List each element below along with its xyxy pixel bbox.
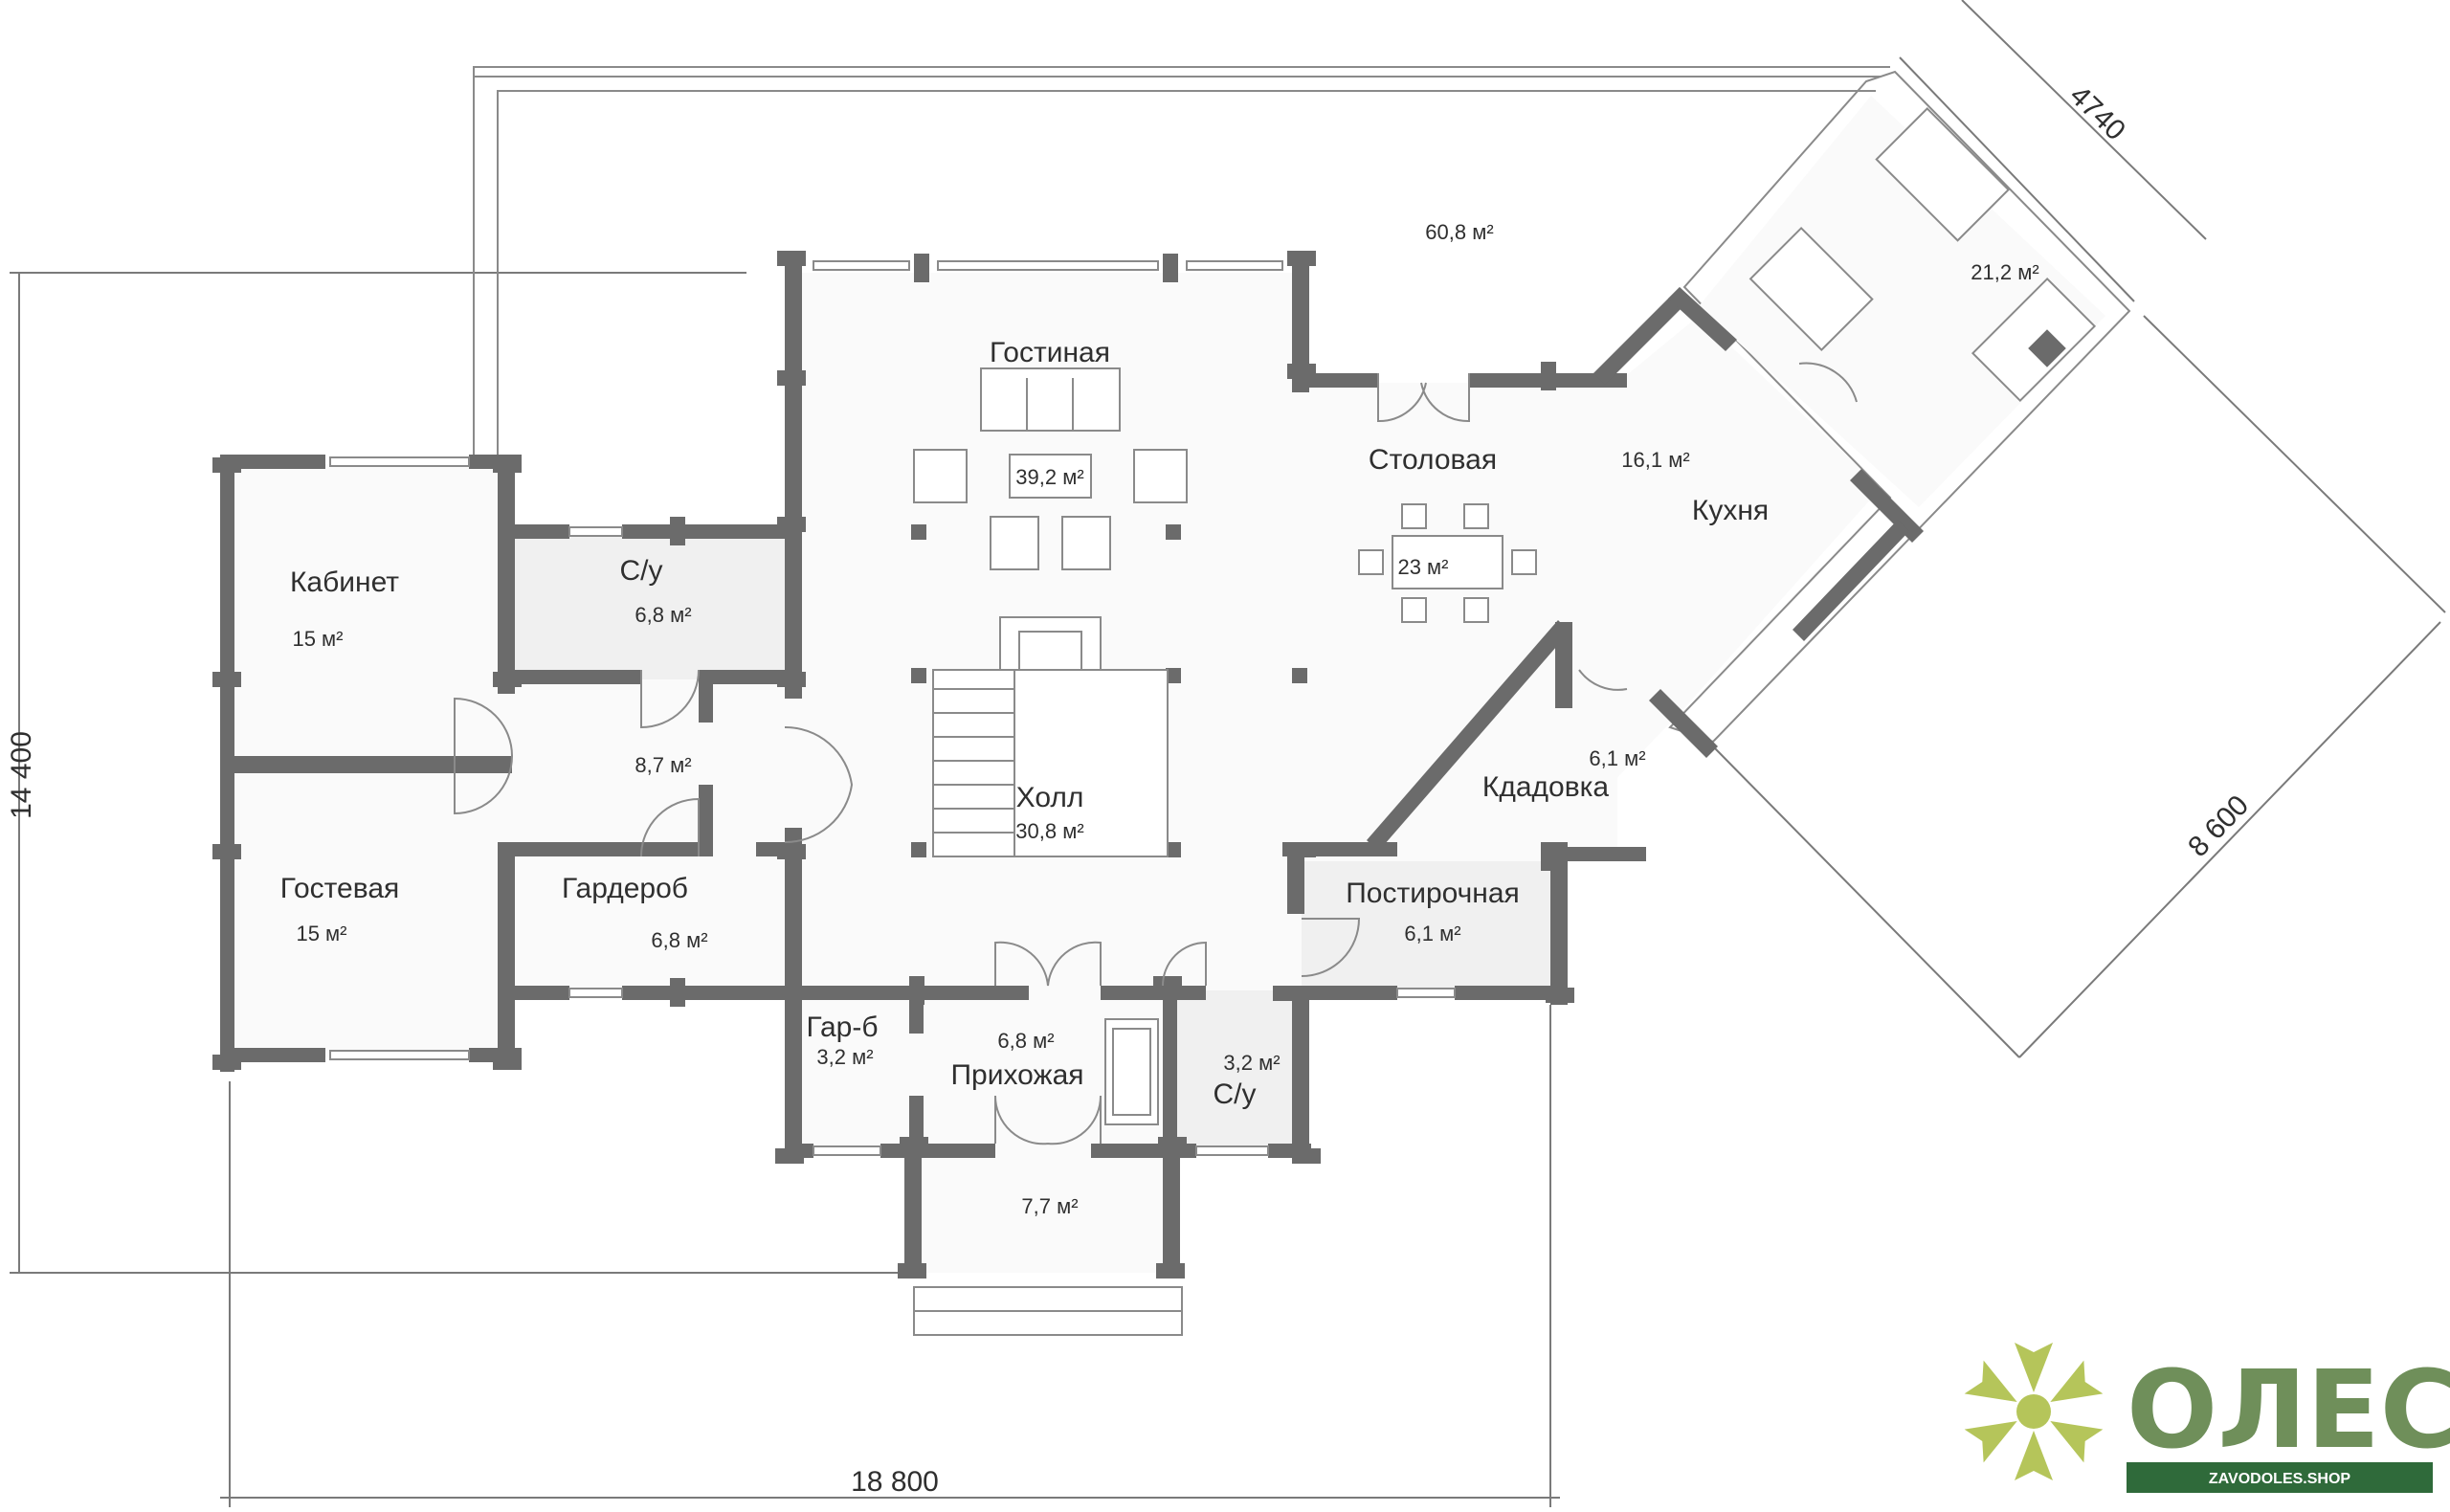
company-logo: ОЛЕС ZAVODOLES.SHOP xyxy=(1964,1343,2450,1493)
floors xyxy=(234,96,2105,1273)
room-area-garb: 3,2 м² xyxy=(816,1045,873,1069)
living-room-furniture xyxy=(913,367,1188,570)
room-area-porch: 7,7 м² xyxy=(1021,1194,1078,1218)
room-area-su-top: 6,8 м² xyxy=(635,603,691,627)
room-name-gostevaya: Гостевая xyxy=(280,873,400,904)
room-name-garb: Гар-б xyxy=(806,1012,878,1043)
room-name-holl: Холл xyxy=(1016,782,1084,813)
room-name-kukhnya: Кухня xyxy=(1692,495,1769,526)
room-area-kabinet: 15 м² xyxy=(292,627,343,651)
room-area-gostinaya: 39,2 м² xyxy=(1015,465,1083,489)
doors xyxy=(454,362,1858,1145)
logo-url: ZAVODOLES.SHOP xyxy=(2209,1471,2350,1487)
dimension-lines xyxy=(10,0,2446,1507)
dining-table xyxy=(1358,503,1537,623)
room-area-terrace: 60,8 м² xyxy=(1425,220,1493,244)
room-labels: Гостиная 39,2 м² Столовая 23 м² Кухня 16… xyxy=(280,220,2039,1218)
room-area-holl: 30,8 м² xyxy=(1015,819,1083,843)
columns xyxy=(911,524,1307,857)
room-area-postirochnaya: 6,1 м² xyxy=(1404,922,1460,945)
room-name-su-top: С/у xyxy=(620,555,663,587)
room-name-stolovaya: Столовая xyxy=(1369,444,1497,476)
room-area-gostevaya: 15 м² xyxy=(296,922,346,945)
entrance-porch xyxy=(913,1286,1183,1336)
veranda-furniture xyxy=(1748,106,2097,403)
room-area-veranda: 21,2 м² xyxy=(1971,260,2038,284)
dim-width: 18 800 xyxy=(851,1466,939,1498)
room-area-kladovka: 6,1 м² xyxy=(1589,746,1645,770)
room-area-garderob: 6,8 м² xyxy=(651,928,707,952)
windows xyxy=(329,260,1456,1156)
room-name-kabinet: Кабинет xyxy=(290,567,399,598)
room-name-su-bottom: С/у xyxy=(1214,1078,1257,1110)
staircase xyxy=(932,669,1169,857)
room-area-stolovaya: 23 м² xyxy=(1397,555,1448,579)
log-posts xyxy=(212,251,1574,1279)
logo-brand: ОЛЕС xyxy=(2127,1348,2450,1473)
fireplace xyxy=(999,616,1102,671)
room-name-prikhozhaya: Прихожая xyxy=(950,1059,1083,1091)
room-area-prikhozhaya: 6,8 м² xyxy=(997,1029,1054,1053)
room-area-su-bottom: 3,2 м² xyxy=(1223,1051,1280,1075)
logo-url-bar xyxy=(2127,1462,2433,1493)
room-name-garderob: Гардероб xyxy=(562,873,688,904)
walls xyxy=(220,258,1924,1278)
room-area-kukhnya: 16,1 м² xyxy=(1621,448,1689,472)
leaf-flower-icon xyxy=(1964,1343,2104,1480)
room-name-postirochnaya: Постирочная xyxy=(1346,878,1520,909)
dim-wing-short: 4740 xyxy=(2063,79,2131,146)
room-name-gostinaya: Гостиная xyxy=(990,337,1110,368)
room-name-kladovka: Кдадовка xyxy=(1482,771,1610,803)
dim-height: 14 400 xyxy=(6,731,37,819)
room-area-corridor: 8,7 м² xyxy=(635,753,691,777)
bathroom-fixtures xyxy=(1104,1018,1159,1125)
